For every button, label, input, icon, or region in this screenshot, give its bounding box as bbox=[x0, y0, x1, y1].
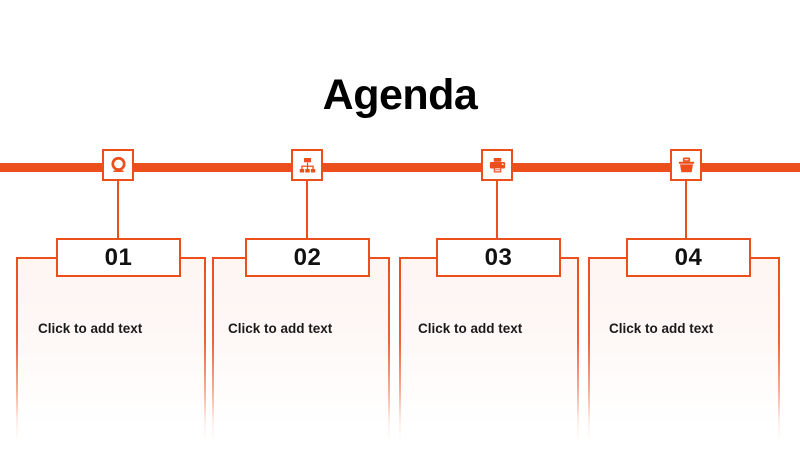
content-panel-2[interactable] bbox=[212, 257, 390, 442]
panel-left-edge bbox=[399, 257, 401, 442]
org-chart-icon bbox=[298, 156, 317, 175]
panel-top-rail-left bbox=[16, 257, 56, 259]
target-icon bbox=[109, 156, 128, 175]
connector-line-3 bbox=[496, 181, 498, 238]
panel-left-edge bbox=[16, 257, 18, 442]
connector-line-2 bbox=[306, 181, 308, 238]
panel-fill bbox=[588, 257, 780, 442]
body-text-4[interactable]: Click to add text bbox=[609, 321, 714, 336]
panel-right-edge bbox=[778, 257, 780, 442]
number-label: 01 bbox=[104, 243, 133, 271]
content-panel-4[interactable] bbox=[588, 257, 780, 442]
icon-box-4[interactable] bbox=[670, 149, 702, 181]
connector-line-1 bbox=[117, 181, 119, 238]
panel-fill bbox=[399, 257, 579, 442]
body-text-2[interactable]: Click to add text bbox=[228, 321, 333, 336]
page-title: Agenda bbox=[322, 71, 478, 119]
panel-right-edge bbox=[577, 257, 579, 442]
number-box-1[interactable]: 01 bbox=[56, 238, 181, 277]
number-box-4[interactable]: 04 bbox=[626, 238, 751, 277]
panel-right-edge bbox=[204, 257, 206, 442]
briefcase-icon bbox=[677, 156, 696, 175]
panel-left-edge bbox=[588, 257, 590, 442]
panel-fill bbox=[212, 257, 390, 442]
printer-icon bbox=[488, 156, 507, 175]
icon-box-2[interactable] bbox=[291, 149, 323, 181]
panel-left-edge bbox=[212, 257, 214, 442]
panel-right-edge bbox=[388, 257, 390, 442]
panel-top-rail-left bbox=[399, 257, 436, 259]
body-text-3[interactable]: Click to add text bbox=[418, 321, 523, 336]
content-panel-1[interactable] bbox=[16, 257, 206, 442]
number-label: 02 bbox=[293, 243, 322, 271]
icon-box-1[interactable] bbox=[102, 149, 134, 181]
panel-top-rail-right bbox=[561, 257, 579, 259]
connector-line-4 bbox=[685, 181, 687, 238]
timeline-bar bbox=[0, 163, 800, 172]
panel-top-rail-right bbox=[370, 257, 390, 259]
icon-box-3[interactable] bbox=[481, 149, 513, 181]
number-label: 03 bbox=[484, 243, 513, 271]
number-box-2[interactable]: 02 bbox=[245, 238, 370, 277]
number-box-3[interactable]: 03 bbox=[436, 238, 561, 277]
panel-top-rail-left bbox=[212, 257, 245, 259]
panel-top-rail-right bbox=[751, 257, 780, 259]
body-text-1[interactable]: Click to add text bbox=[38, 321, 143, 336]
content-panel-3[interactable] bbox=[399, 257, 579, 442]
panel-top-rail-left bbox=[588, 257, 626, 259]
number-label: 04 bbox=[674, 243, 703, 271]
panel-fill bbox=[16, 257, 206, 442]
panel-top-rail-right bbox=[181, 257, 206, 259]
